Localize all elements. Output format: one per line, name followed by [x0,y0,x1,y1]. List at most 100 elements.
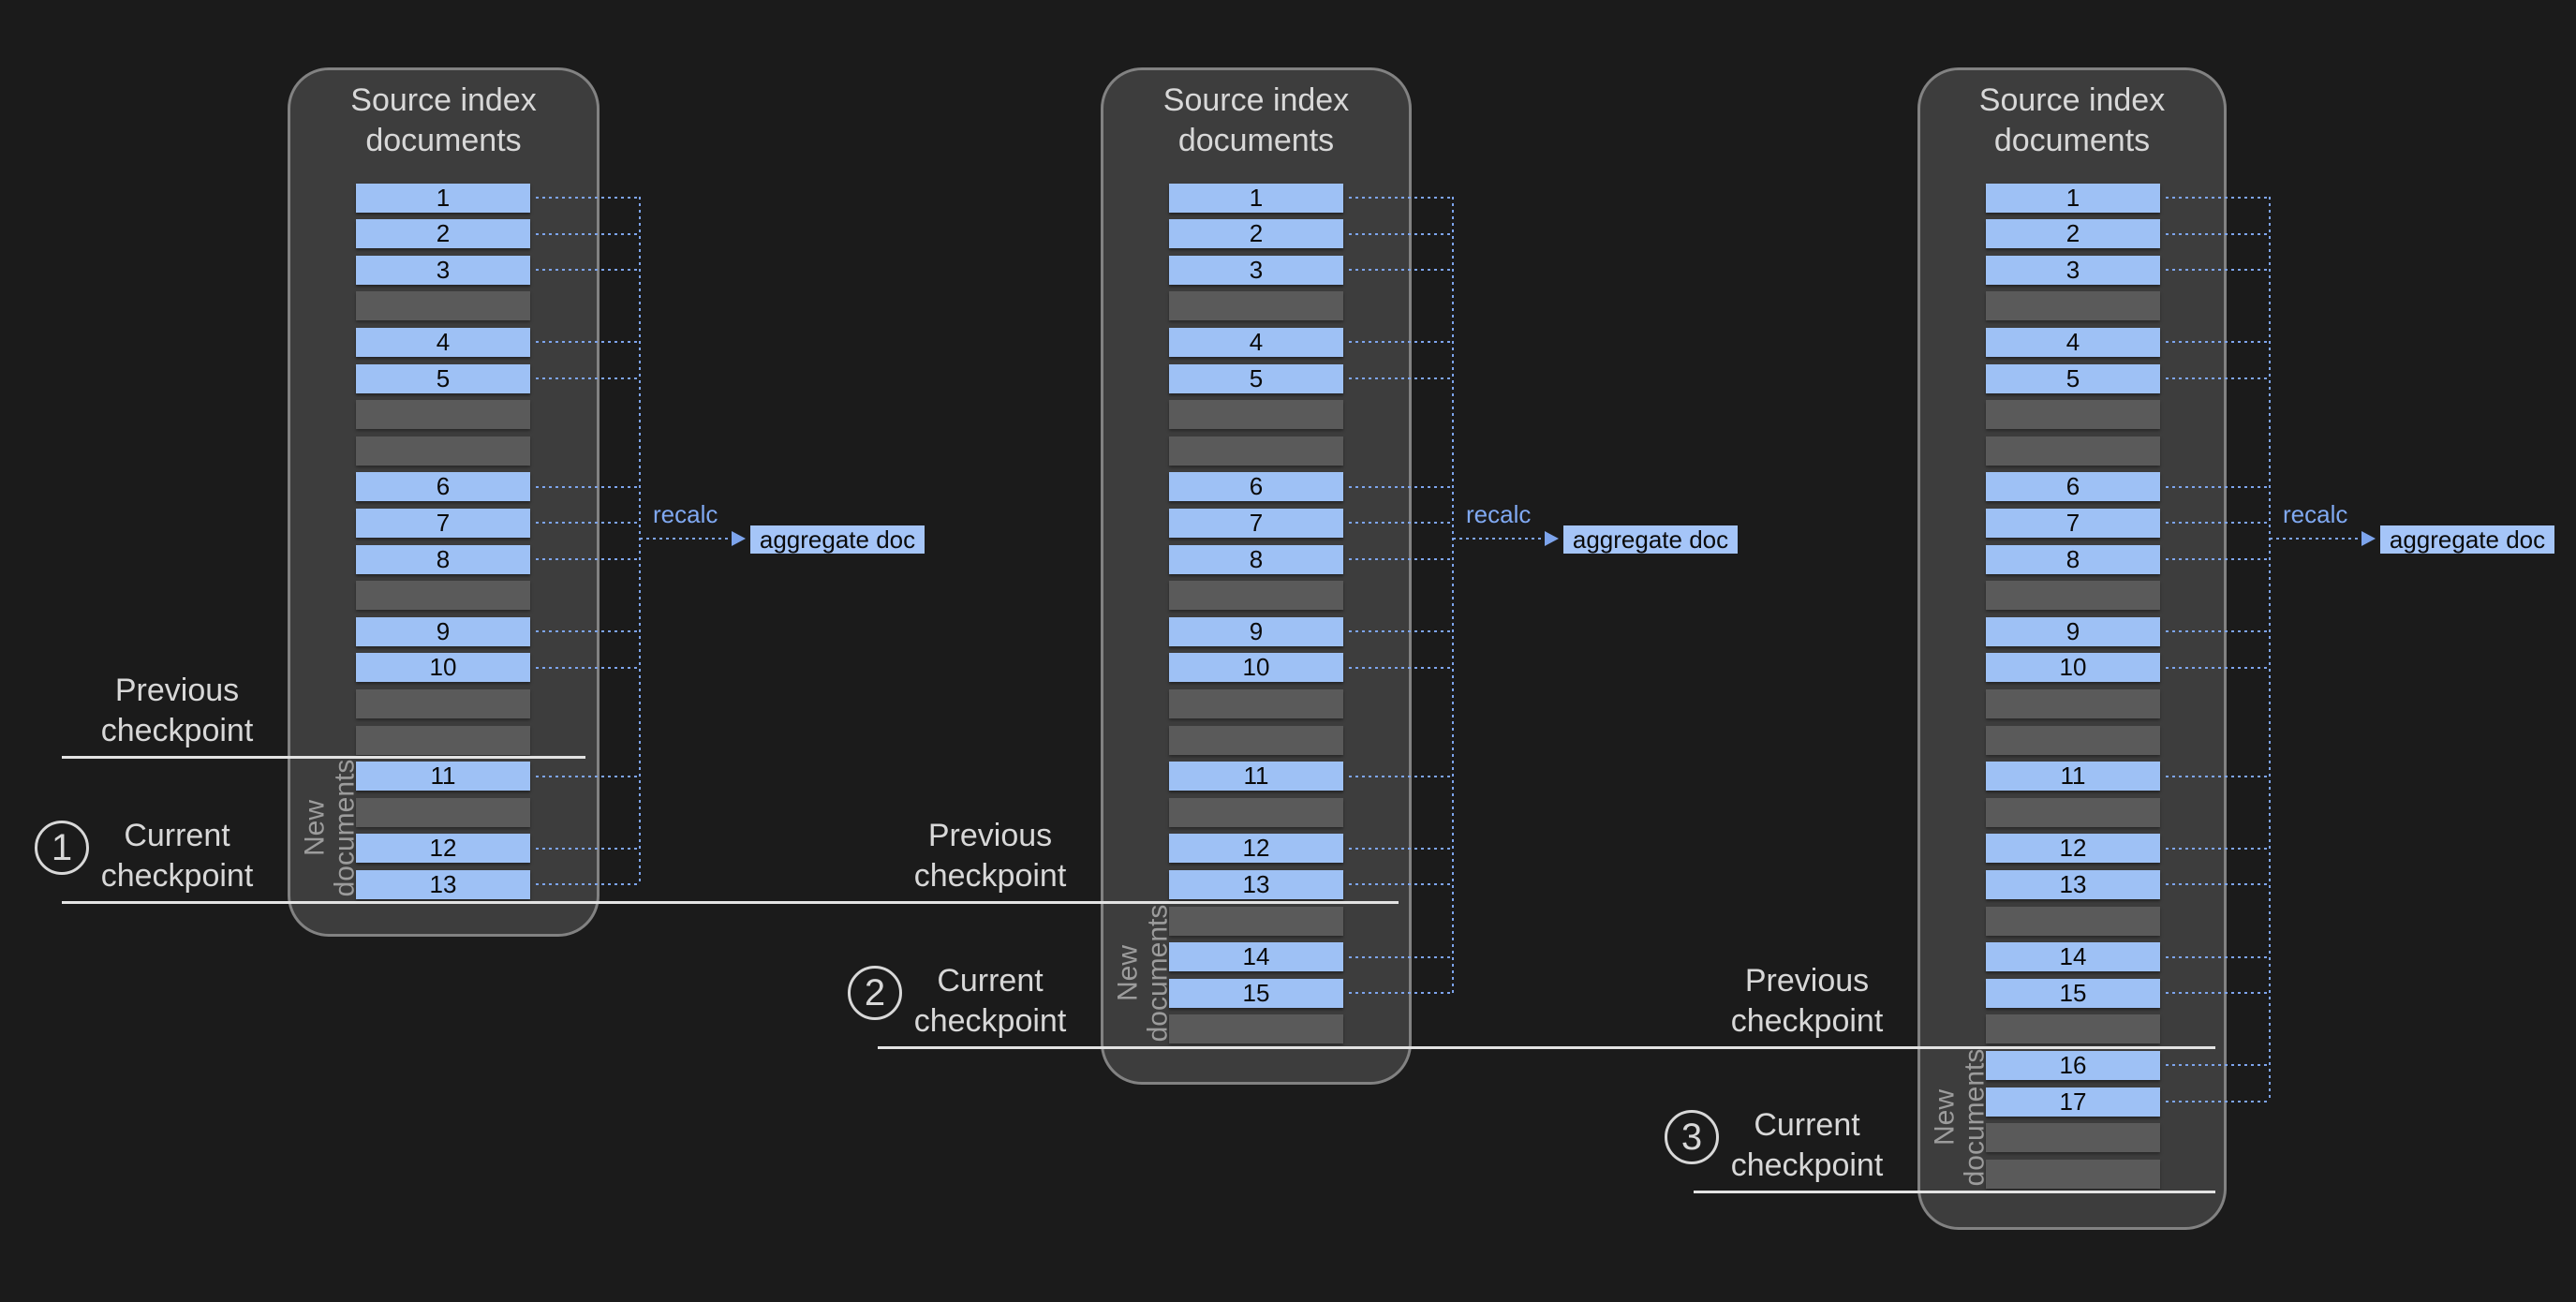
doc-connector-dotted-line [2166,775,2270,777]
current-checkpoint-label-line2: checkpoint [1730,1147,1884,1183]
step-number-badge: 2 [848,966,902,1020]
doc-bar: 7 [1169,508,1343,538]
doc-bar: 4 [1169,327,1343,357]
doc-connector-dotted-line [2166,558,2270,560]
doc-connector-dotted-line [2166,847,2270,850]
doc-connector-dotted-line [1349,955,1453,958]
current-checkpoint-label-line1: Current [124,818,230,853]
recalc-arrow-line [2270,538,2361,540]
step-number-badge: 3 [1665,1110,1719,1164]
doc-connector-dotted-line [2166,377,2270,379]
new-documents-line2: documents [329,759,360,896]
doc-connector-dotted-line [1349,666,1453,669]
gap-bar [356,400,530,430]
previous-checkpoint-label-line1: Previous [114,673,240,708]
doc-connector-dotted-line [2166,341,2270,344]
new-documents-line2: documents [1142,904,1173,1042]
doc-bar: 15 [1986,978,2160,1008]
doc-connector-dotted-line [536,197,640,199]
gap-bar [1169,291,1343,321]
doc-connector-dotted-line [2166,883,2270,886]
current-checkpoint-label-line2: checkpoint [913,1003,1067,1039]
doc-connector-dotted-line [2166,666,2270,669]
doc-bar: 17 [1986,1087,2160,1117]
previous-checkpoint-label-line2: checkpoint [100,713,254,748]
doc-bar: 6 [1986,472,2160,502]
doc-bar: 6 [356,472,530,502]
aggregate-doc-box: aggregate doc [750,525,925,554]
bracket-dotted-line [2269,197,2271,1102]
doc-connector-dotted-line [2166,1101,2270,1102]
doc-connector-dotted-line [536,630,640,633]
aggregate-doc-box: aggregate doc [2380,525,2554,554]
gap-bar [356,725,530,755]
doc-bar: 13 [1986,869,2160,899]
doc-connector-dotted-line [2166,630,2270,633]
doc-bar: 9 [1986,616,2160,646]
checkpoint-line [878,1046,2215,1049]
gap-bar [1986,291,2160,321]
doc-bar: 2 [1169,219,1343,249]
doc-bar: 8 [356,544,530,574]
doc-bar: 7 [1986,508,2160,538]
doc-bar: 8 [1169,544,1343,574]
gap-bar [1169,906,1343,936]
doc-bar: 11 [356,762,530,792]
doc-bar: 12 [1169,834,1343,864]
current-checkpoint-label-line2: checkpoint [100,858,254,894]
doc-connector-dotted-line [536,341,640,344]
doc-bar: 3 [356,255,530,285]
doc-connector-dotted-line [536,666,640,669]
doc-connector-dotted-line [1349,847,1453,850]
doc-bar: 16 [1986,1050,2160,1080]
gap-bar [1169,797,1343,827]
checkpoint-line [62,756,585,759]
doc-connector-dotted-line [1349,775,1453,777]
doc-connector-dotted-line [2166,269,2270,272]
doc-connector-dotted-line [1349,485,1453,488]
checkpoint-line [62,901,1399,904]
doc-connector-dotted-line [1349,558,1453,560]
doc-connector-dotted-line [2166,1064,2270,1067]
doc-bar: 2 [1986,219,2160,249]
doc-bar: 13 [1169,869,1343,899]
doc-connector-dotted-line [536,847,640,850]
bracket-dotted-line [1452,197,1454,994]
previous-checkpoint-label-line2: checkpoint [1730,1003,1884,1039]
gap-bar [356,436,530,466]
gap-bar [356,688,530,718]
current-checkpoint-label-line1: Current [1754,1107,1860,1143]
doc-connector-dotted-line [2166,485,2270,488]
previous-checkpoint-label-line1: Previous [927,818,1053,853]
panel-title-line1: Source index [350,82,537,118]
gap-bar [1986,581,2160,611]
bracket-dotted-line [639,197,641,885]
doc-bar: 6 [1169,472,1343,502]
doc-connector-dotted-line [1349,630,1453,633]
current-checkpoint-label-line1: Current [937,963,1044,999]
doc-bar: 1 [356,183,530,213]
doc-bar: 8 [1986,544,2160,574]
doc-connector-dotted-line [536,775,640,777]
gap-bar [356,797,530,827]
gap-bar [1986,688,2160,718]
previous-checkpoint-label-line1: Previous [1744,963,1870,999]
doc-connector-dotted-line [1349,197,1453,199]
doc-bar: 13 [356,869,530,899]
doc-connector-dotted-line [2166,197,2270,199]
doc-connector-dotted-line [536,232,640,235]
gap-bar [1986,797,2160,827]
doc-connector-dotted-line [1349,522,1453,525]
panel-title-line2: documents [365,123,522,158]
doc-connector-dotted-line [536,522,640,525]
doc-bar: 5 [356,363,530,393]
gap-bar [1986,906,2160,936]
gap-bar [356,291,530,321]
checkpoint-line [1694,1191,2215,1193]
doc-bar: 11 [1169,762,1343,792]
recalc-label: recalc [653,500,718,528]
doc-bar: 10 [1986,653,2160,683]
recalc-arrowhead-icon [1545,531,1559,546]
doc-bar: 4 [356,327,530,357]
doc-connector-dotted-line [536,269,640,272]
